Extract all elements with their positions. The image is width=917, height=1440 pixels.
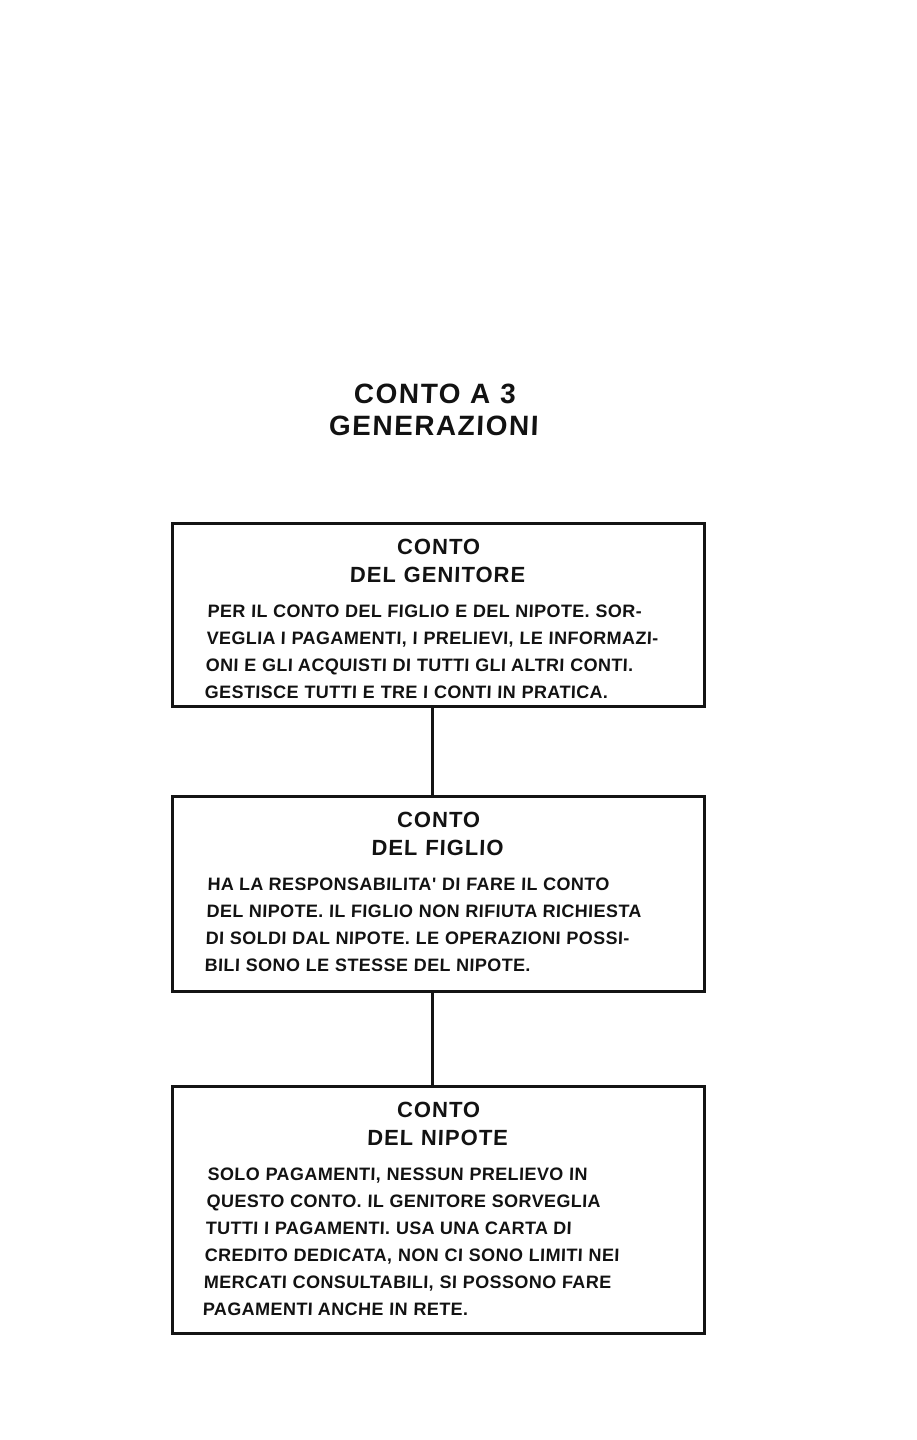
node-conto-del-figlio: CONTO DEL FIGLIO HA LA RESPONSABILITA' D… <box>171 795 706 993</box>
node-body-nipote: SOLO PAGAMENTI, NESSUN PRELIEVO IN QUEST… <box>202 1164 621 1319</box>
connector-genitore-figlio <box>431 706 434 797</box>
node-body-figlio: HA LA RESPONSABILITA' DI FARE IL CONTO D… <box>204 874 643 975</box>
node-title-genitore: CONTO DEL GENITORE <box>349 534 527 587</box>
node-title-figlio: CONTO DEL FIGLIO <box>371 807 505 860</box>
connector-figlio-nipote <box>431 991 434 1087</box>
node-body-genitore: PER IL CONTO DEL FIGLIO E DEL NIPOTE. SO… <box>204 601 659 702</box>
node-conto-del-genitore: CONTO DEL GENITORE PER IL CONTO DEL FIGL… <box>171 522 706 708</box>
node-title-nipote: CONTO DEL NIPOTE <box>366 1097 510 1150</box>
diagram-title: CONTO A 3 GENERAZIONI <box>328 378 541 441</box>
node-conto-del-nipote: CONTO DEL NIPOTE SOLO PAGAMENTI, NESSUN … <box>171 1085 706 1335</box>
